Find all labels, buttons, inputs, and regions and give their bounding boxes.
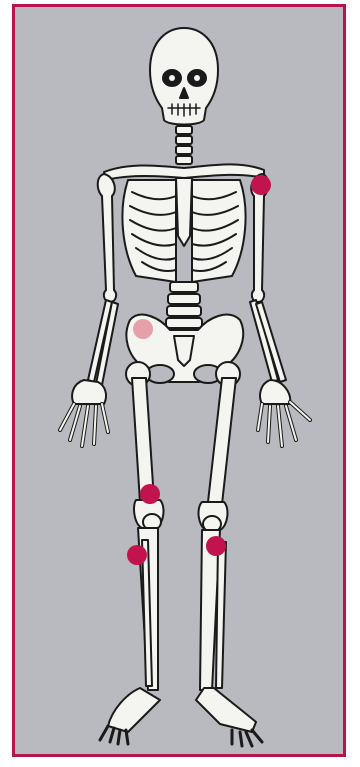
lumbar-spine xyxy=(166,282,202,328)
cervical-spine xyxy=(176,126,192,164)
marker-left-shoulder xyxy=(251,175,271,195)
marker-right-hip xyxy=(133,319,153,339)
sternum xyxy=(176,178,192,246)
marker-right-knee-upper xyxy=(140,484,160,504)
marker-right-knee-lower xyxy=(127,545,147,565)
marker-left-knee-lower xyxy=(206,536,226,556)
